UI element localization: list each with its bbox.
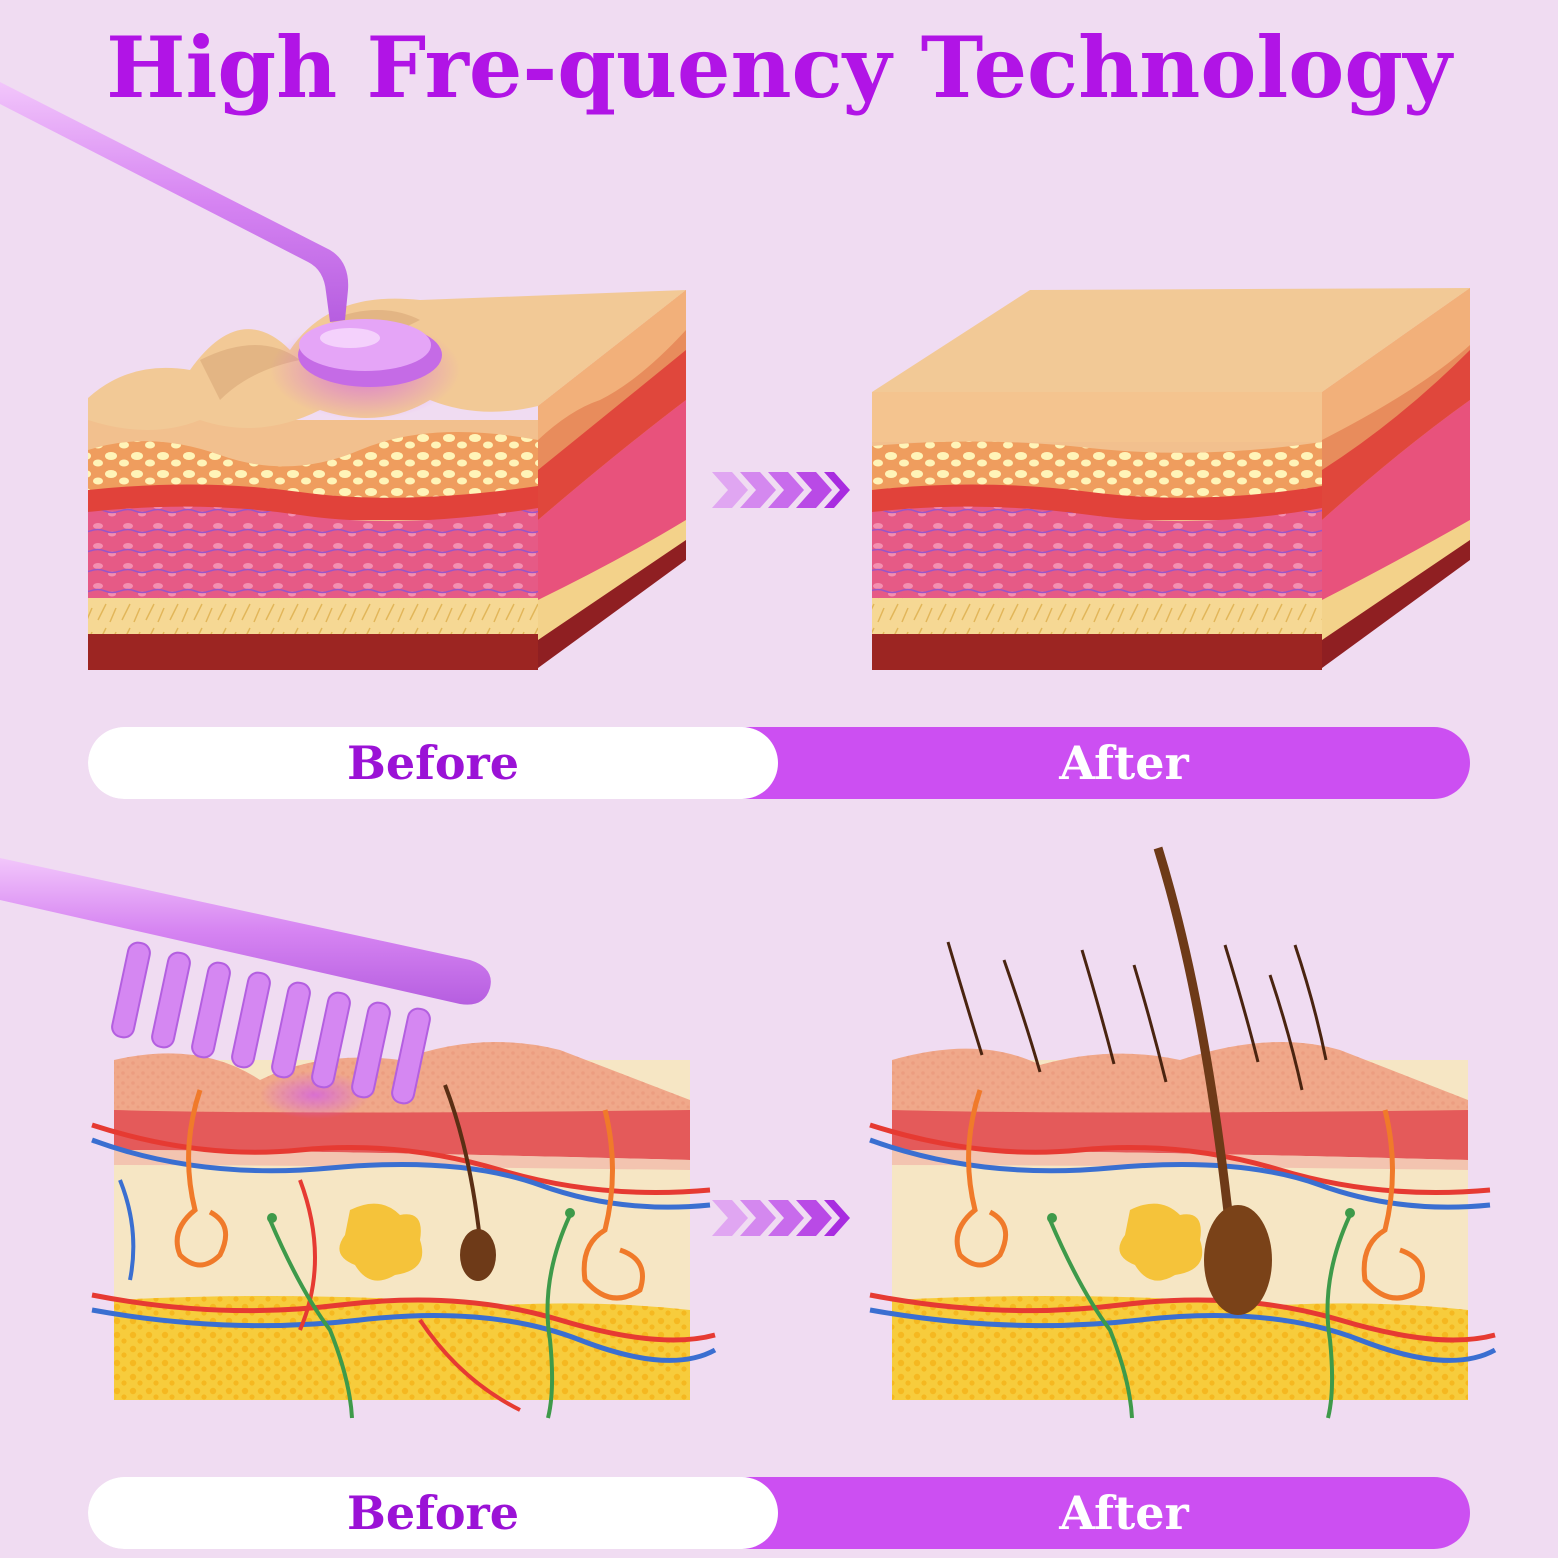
wand-comb-electrode <box>0 858 491 1105</box>
after-label: After <box>738 1477 1470 1549</box>
after-label: After <box>738 727 1470 799</box>
before-after-bar-1: Before After <box>88 727 1470 799</box>
arrow-icon <box>712 1200 850 1236</box>
arrow-icon <box>712 472 850 508</box>
before-after-bar-2: Before After <box>88 1477 1470 1549</box>
before-label: Before <box>88 727 778 799</box>
page-title: High Fre-quency Technology <box>106 18 1452 117</box>
wand-mushroom-electrode <box>0 82 442 387</box>
skin-block-before-1 <box>88 290 686 670</box>
scalp-block-before <box>91 1042 717 1419</box>
skin-block-after-1 <box>872 288 1470 670</box>
before-label: Before <box>88 1477 778 1549</box>
scalp-block-after <box>869 846 1497 1419</box>
